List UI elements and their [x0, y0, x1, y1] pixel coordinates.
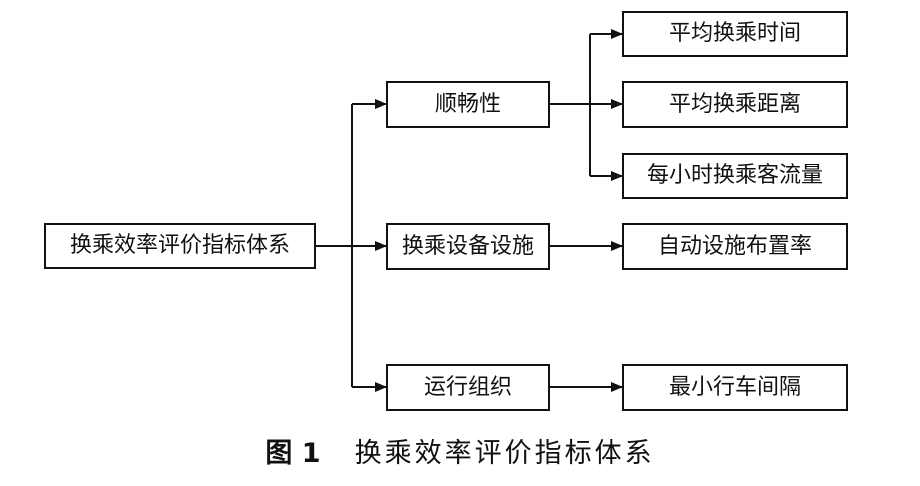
category-node-label: 换乘设备设施	[401, 233, 534, 259]
category-node-equipment: 换乘设备设施	[386, 223, 550, 270]
indicator-node: 每小时换乘客流量	[622, 153, 848, 199]
indicator-node-label: 平均换乘距离	[668, 91, 801, 117]
root-node: 换乘效率评价指标体系	[44, 223, 316, 269]
indicator-node: 自动设施布置率	[622, 223, 848, 270]
figure-caption: 图 1 换乘效率评价指标体系	[0, 438, 920, 470]
indicator-node: 平均换乘时间	[622, 11, 848, 57]
indicator-node-label: 平均换乘时间	[668, 21, 801, 46]
category-node-label: 运行组织	[423, 374, 512, 400]
figure-number: 图 1	[265, 438, 321, 469]
category-node-label: 顺畅性	[434, 91, 501, 117]
figure-title: 换乘效率评价指标体系	[354, 438, 655, 469]
indicator-node: 平均换乘距离	[622, 81, 848, 128]
category-node-operation: 运行组织	[386, 364, 550, 411]
indicator-node: 最小行车间隔	[622, 364, 848, 411]
indicator-node-label: 每小时换乘客流量	[646, 163, 823, 188]
indicator-node-label: 自动设施布置率	[657, 233, 812, 259]
indicator-node-label: 最小行车间隔	[668, 374, 801, 400]
category-node-smoothness: 顺畅性	[386, 81, 550, 128]
root-node-label: 换乘效率评价指标体系	[69, 233, 290, 258]
